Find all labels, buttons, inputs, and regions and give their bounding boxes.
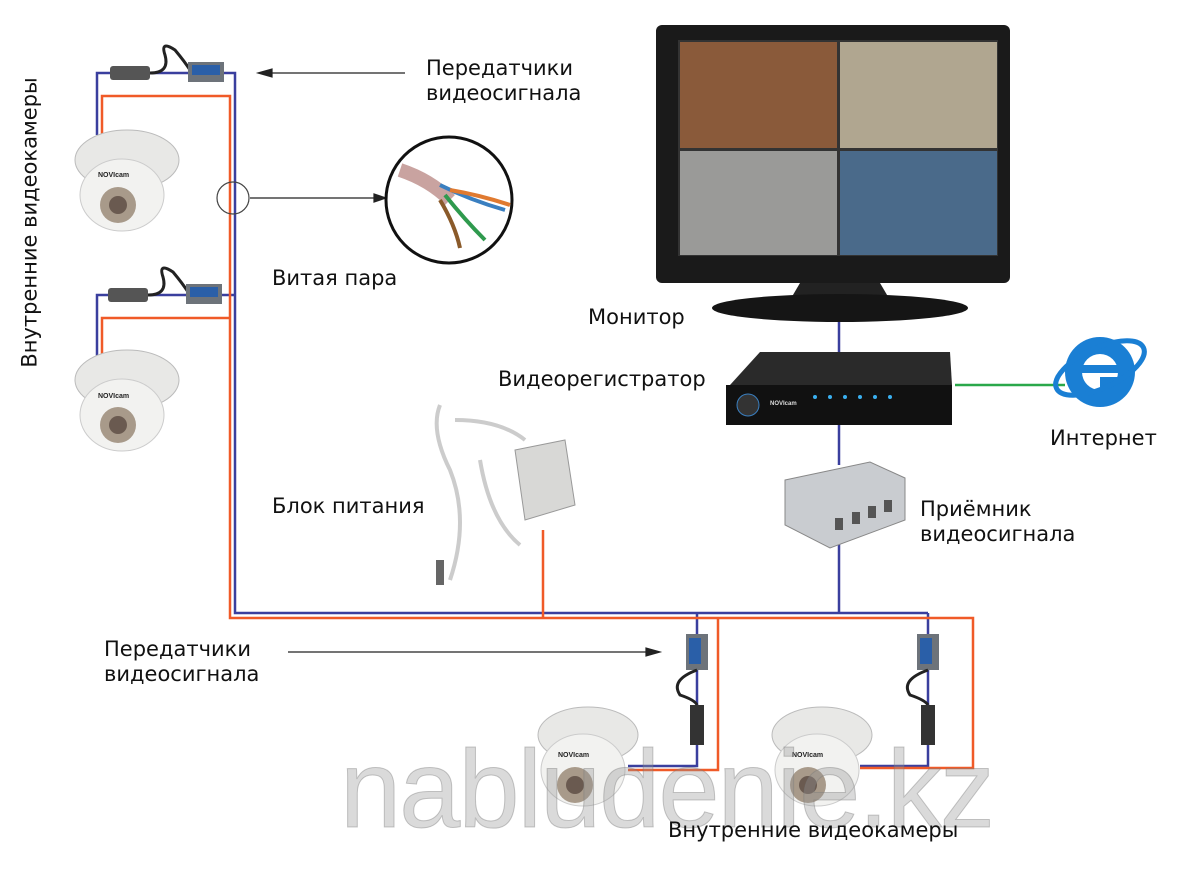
dome-camera-icon [74, 349, 180, 452]
twisted-pair-label: Витая пара [272, 266, 398, 290]
power-supply-label: Блок питания [272, 494, 425, 518]
dvr-icon [726, 352, 952, 425]
dome-camera-icon [771, 706, 873, 807]
camera-brand-logo: NOVIcam [792, 752, 824, 759]
transmitter-icon [905, 634, 939, 745]
camera-brand-logo: NOVIcam [98, 172, 130, 179]
pointer-arrows [250, 68, 663, 657]
indoor-cameras-bottom-label: Внутренние видеокамеры [668, 818, 959, 842]
label-line: видеосигнала [920, 522, 1076, 546]
dvr-brand-logo: NOVIcam [770, 401, 797, 407]
monitor-icon [656, 25, 1010, 322]
indoor-cameras-left-label: Внутренние видеокамеры [17, 77, 42, 368]
label-line: Приёмник [920, 497, 1032, 521]
label-line: видеосигнала [426, 81, 582, 105]
label-line: Передатчики [104, 637, 251, 661]
dome-camera-icon [74, 129, 180, 232]
camera-brand-logo: NOVIcam [98, 393, 130, 400]
dome-camera-icon [537, 706, 639, 807]
internet-label: Интернет [1050, 426, 1157, 450]
receiver-icon [784, 461, 906, 549]
power-supply-icon [434, 404, 576, 585]
transmitter-icon [108, 266, 222, 304]
power-wires [100, 94, 975, 772]
watermark: nabludenie.kz [340, 728, 996, 851]
internet-explorer-icon [1053, 337, 1147, 407]
camera-brand-logo: NOVIcam [558, 752, 590, 759]
twisted-pair-icon [384, 135, 514, 265]
label-line: Передатчики [426, 56, 573, 80]
transmitter-icon [110, 44, 224, 82]
label-line: видеосигнала [104, 662, 260, 686]
transmitter-icon [675, 634, 708, 745]
dvr-label: Видеорегистратор [498, 367, 706, 391]
zoom-circle [216, 181, 250, 215]
monitor-label: Монитор [588, 305, 685, 329]
